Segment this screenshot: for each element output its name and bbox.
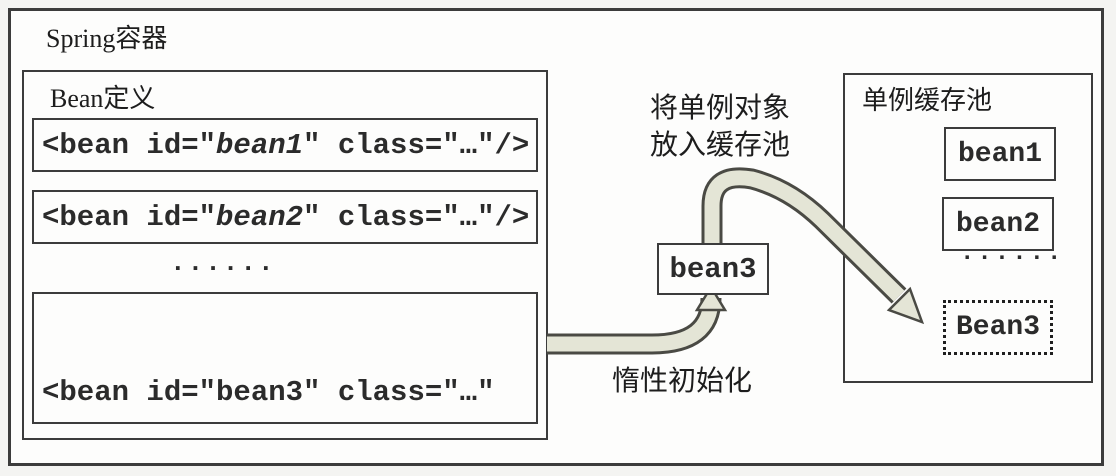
- cache-item-bean1: bean1: [944, 127, 1056, 181]
- bean2-definition-box: <bean id="bean2" class="…"/>: [32, 190, 538, 244]
- bean2-code-prefix: <bean id=": [42, 200, 217, 234]
- bean3-definition-box: <bean id="bean3" class="…" lazy-init="tr…: [32, 292, 538, 424]
- cache-arrow-caption-line1: 将单例对象: [649, 93, 790, 124]
- cache-item-bean3-lazy: Bean3: [943, 300, 1053, 355]
- bean2-code-suffix: " class="…"/>: [303, 200, 530, 234]
- bean1-definition-box: <bean id="bean1" class="…"/>: [32, 118, 538, 172]
- cache-ellipsis: ......: [960, 240, 1065, 267]
- bean-definitions-title: Bean定义: [50, 84, 156, 113]
- bean-definitions-ellipsis: ......: [170, 248, 276, 278]
- bean1-code-id: bean1: [216, 128, 304, 162]
- bean1-code-prefix: <bean id=": [42, 128, 217, 162]
- singleton-cache-title: 单例缓存池: [862, 86, 993, 115]
- cache-arrow-caption: 将单例对象 放入缓存池: [637, 90, 803, 164]
- bean1-code-suffix: " class="…"/>: [303, 128, 530, 162]
- bean3-instance-box: bean3: [657, 243, 769, 295]
- cache-item-bean2: bean2: [942, 197, 1054, 251]
- cache-arrow-caption-line2: 放入缓存池: [649, 130, 790, 161]
- lazy-init-caption: 惰性初始化: [612, 366, 753, 397]
- spring-container-title: Spring容器: [46, 24, 168, 53]
- bean3-code-line1: <bean id="bean3" class="…": [42, 376, 495, 409]
- bean2-code-id: bean2: [216, 200, 304, 234]
